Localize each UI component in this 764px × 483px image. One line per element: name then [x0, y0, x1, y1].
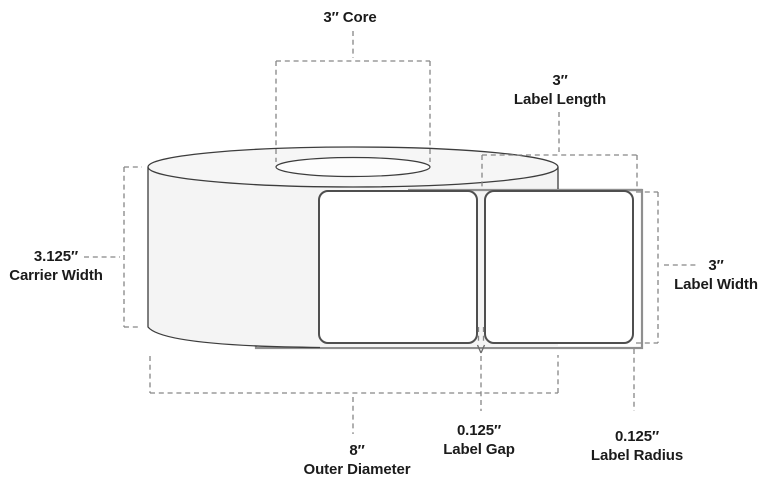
label-radius-dimension-label: 0.125″ Label Radius	[591, 427, 683, 465]
label-width-value: 3″	[708, 257, 724, 274]
label-length-caption: Label Length	[513, 91, 607, 108]
dim-core-lines	[275, 31, 431, 162]
dim-label-gap-lines	[477, 327, 485, 411]
outer-diameter-dimension-label: 8″ Outer Diameter	[304, 441, 411, 479]
label-length-dimension-label: 3″ Label Length	[514, 71, 606, 109]
outer-diameter-caption: Outer Diameter	[303, 461, 411, 478]
dim-label-width-lines	[636, 191, 696, 344]
label-gap-caption: Label Gap	[443, 441, 515, 458]
label-width-dimension-label: 3″ Label Width	[674, 256, 758, 294]
label-gap-arrowhead	[476, 344, 486, 354]
core-dimension-label: 3″ Core	[323, 8, 376, 27]
label-gap-value: 0.125″	[456, 422, 502, 439]
roll-side-outline	[147, 167, 321, 349]
carrier-width-value: 3.125″	[33, 248, 79, 265]
core-dimension-text: 3″ Core	[323, 9, 377, 26]
roll-core-opening	[275, 156, 431, 178]
label-radius-caption: Label Radius	[590, 447, 684, 464]
dim-outer-diameter-lines	[149, 355, 559, 434]
label-length-value: 3″	[552, 72, 568, 89]
label-2	[484, 190, 634, 344]
carrier-width-dimension-label: 3.125″ Carrier Width	[9, 247, 103, 285]
label-gap-dimension-label: 0.125″ Label Gap	[443, 421, 515, 459]
label-1	[318, 190, 478, 344]
dim-carrier-width-lines	[84, 166, 142, 328]
label-radius-value: 0.125″	[614, 428, 660, 445]
label-width-caption: Label Width	[674, 276, 758, 293]
outer-diameter-value: 8″	[349, 442, 365, 459]
dim-label-length-lines	[481, 112, 638, 190]
carrier-width-caption: Carrier Width	[9, 267, 103, 284]
